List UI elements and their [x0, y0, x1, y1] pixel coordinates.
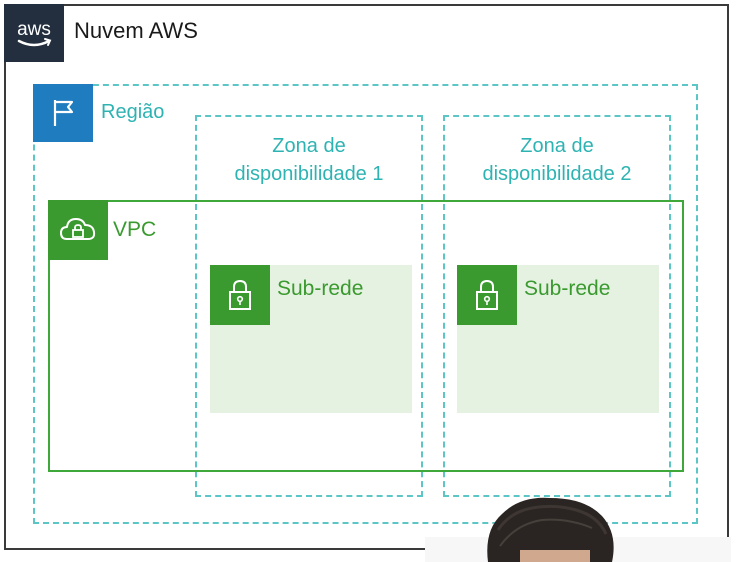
flag-icon [53, 100, 74, 126]
padlock-icon [476, 279, 498, 310]
cloud-title: Nuvem AWS [74, 18, 198, 43]
availability-zone-1 [195, 115, 423, 497]
presenter-hair-icon [487, 497, 614, 562]
az2-line1: Zona de [520, 135, 594, 157]
aws-logo-icon: aws [17, 19, 52, 47]
region-label: Região [101, 101, 165, 123]
presenter-head-image [480, 490, 630, 562]
availability-zone-1-label: Zona de disponibilidade 1 [195, 132, 423, 188]
az1-line1: Zona de [272, 135, 346, 157]
subnet-1-icon-tile [210, 265, 270, 325]
subnet-2-icon-tile [457, 265, 517, 325]
vpc-icon-tile [48, 200, 108, 260]
subnet-1-label: Sub-rede [277, 277, 364, 300]
aws-logo-text: aws [17, 19, 51, 40]
cloud-lock-icon [60, 218, 96, 240]
aws-logo: aws [4, 4, 64, 62]
az2-line2: disponibilidade 2 [482, 163, 632, 185]
availability-zone-2-label: Zona de disponibilidade 2 [443, 132, 671, 188]
vpc-boundary [48, 200, 684, 472]
subnet-2-label: Sub-rede [524, 277, 611, 300]
padlock-icon [229, 279, 251, 310]
az1-line2: disponibilidade 1 [234, 163, 384, 185]
region-icon-tile [33, 84, 93, 142]
vpc-label: VPC [113, 218, 157, 241]
region-boundary [33, 84, 698, 524]
availability-zone-2 [443, 115, 671, 497]
